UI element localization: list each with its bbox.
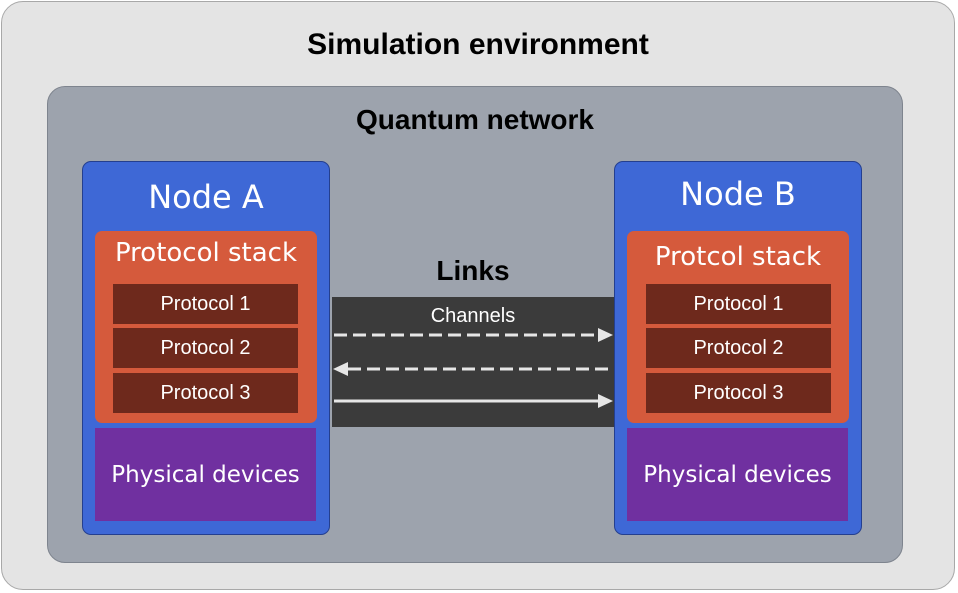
links-channel-bar [332, 297, 614, 427]
node-a-protocol-stack-title: Protocol stack [114, 238, 298, 268]
node-a-protocol-1: Protocol 1 [113, 284, 298, 324]
links-title: Links [436, 255, 510, 286]
simulation-environment-title: Simulation environment [307, 28, 649, 61]
node-b-physical-devices: Physical devices [627, 428, 848, 521]
quantum-network-title: Quantum network [355, 104, 594, 135]
channel-3-arrowhead-icon [598, 394, 613, 408]
node-a-title: Node A [148, 178, 264, 216]
node-b-title: Node B [680, 175, 796, 213]
node-b-protocol-1: Protocol 1 [646, 284, 831, 324]
node-b-protocol-stack-title: Protcol stack [654, 242, 822, 272]
node-a-physical-devices: Physical devices [95, 428, 316, 521]
node-b-protocol-3: Protocol 3 [646, 373, 831, 413]
channel-1-arrowhead-icon [598, 328, 613, 342]
node-a-protocol-3: Protocol 3 [113, 373, 298, 413]
channel-arrows [333, 328, 613, 408]
node-b-protocol-2: Protocol 2 [646, 328, 831, 368]
node-a-protocol-2: Protocol 2 [113, 328, 298, 368]
channels-label: Channels [430, 305, 516, 327]
channel-2-arrowhead-icon [333, 362, 348, 376]
